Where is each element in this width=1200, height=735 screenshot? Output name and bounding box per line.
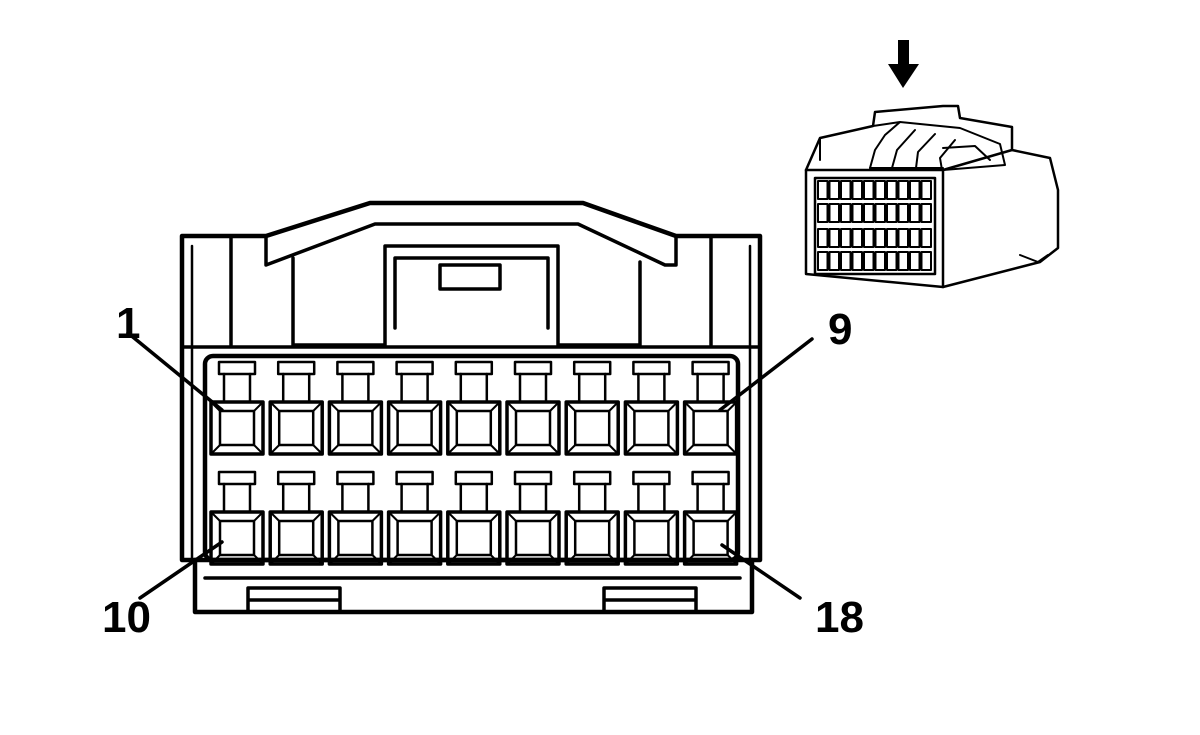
leader-line-pin-10 [138, 540, 224, 600]
connector-3d-cell [897, 180, 909, 200]
pin-label-10: 10 [102, 593, 151, 642]
connector-3d-cell [886, 228, 898, 248]
connector-3d-cell [828, 228, 840, 248]
connector-3d-cell [840, 251, 852, 271]
pin-16 [564, 470, 620, 566]
pin-11 [268, 470, 324, 566]
pin-12 [327, 470, 384, 566]
pin-label-9: 9 [828, 305, 852, 354]
connector-3d-cell [897, 203, 909, 223]
connector-3d-cell [863, 180, 875, 200]
connector-3d-cell [874, 251, 886, 271]
connector-3d-pin-grid [817, 180, 932, 271]
bottom-lip [192, 557, 755, 615]
connector-3d-cell [828, 180, 840, 200]
connector-3d-cell [909, 251, 921, 271]
connector-3d-cell [840, 180, 852, 200]
down-arrow-icon [888, 40, 919, 88]
connector-3d-cell [874, 228, 886, 248]
connector-3d-cell [851, 203, 863, 223]
pin-10 [209, 470, 265, 566]
connector-3d-cell [851, 251, 863, 271]
connector-3d-cell [851, 180, 863, 200]
connector-3d-cell [874, 180, 886, 200]
latch-tab [393, 256, 550, 330]
connector-3d-cell [909, 180, 921, 200]
connector-3d-cell [851, 228, 863, 248]
connector-3d-icon [804, 104, 1060, 289]
connector-3d-cell [817, 251, 829, 271]
housing-inner-outline [190, 244, 752, 562]
connector-3d-cell [920, 203, 932, 223]
leader-lines [126, 331, 814, 600]
connector-3d-cell [897, 251, 909, 271]
connector-3d-cell [828, 203, 840, 223]
connector-3d-cell [897, 228, 909, 248]
leader-line-pin-9 [718, 337, 814, 412]
pin-5 [446, 360, 502, 456]
connector-3d-cell [920, 180, 932, 200]
connector-3d-cell [863, 251, 875, 271]
leader-line-pin-18 [720, 543, 802, 600]
pin-3 [327, 360, 384, 456]
connector-3d-cell [817, 180, 829, 200]
hump-inner-contour [264, 222, 678, 267]
pin-7 [564, 360, 620, 456]
connector-3d-cell [874, 203, 886, 223]
pin-2 [268, 360, 324, 456]
connector-3d-cell [817, 228, 829, 248]
pin-grid [209, 360, 739, 566]
leader-line-pin-1 [126, 331, 224, 412]
connector-3d-cell [863, 228, 875, 248]
connector-3d-cell [909, 228, 921, 248]
pin-8 [623, 360, 680, 456]
bottom-slot-right [602, 586, 698, 614]
connector-3d-cell [920, 228, 932, 248]
connector-3d-cell [920, 251, 932, 271]
connector-3d-cell [840, 228, 852, 248]
bottom-slot-left [246, 586, 342, 614]
pin-label-1: 1 [116, 299, 140, 348]
pin-17 [623, 470, 680, 566]
pin-14 [446, 470, 502, 566]
pin-label-18: 18 [815, 593, 864, 642]
pin-13 [386, 470, 443, 566]
pin-15 [505, 470, 561, 566]
connector-3d-cell [909, 203, 921, 223]
pin-1 [209, 360, 265, 456]
pin-9 [682, 360, 739, 456]
pin-18 [682, 470, 739, 566]
connector-face [179, 200, 763, 615]
pin-4 [386, 360, 443, 456]
pin-6 [505, 360, 561, 456]
connector-3d-cell [863, 203, 875, 223]
connector-3d-cell [886, 203, 898, 223]
connector-3d-cell [886, 180, 898, 200]
connector-3d-cell [840, 203, 852, 223]
connector-3d-cell [886, 251, 898, 271]
pin-cavity-frame [202, 353, 741, 563]
inner-well-contour [291, 244, 642, 347]
connector-3d-cell [828, 251, 840, 271]
connector-3d-cell [817, 203, 829, 223]
latch-window [438, 263, 502, 291]
